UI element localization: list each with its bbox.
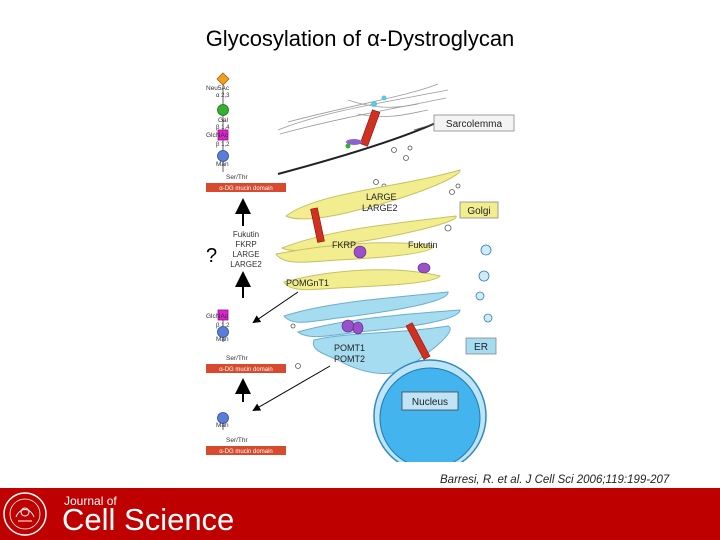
glycan-chain-intermediate: GlcNAc β 1,2 Man Ser/Thr α-DG mucin doma…: [206, 309, 286, 373]
man-label-3: Man: [216, 422, 229, 429]
enzyme-pomgnt1-label: POMGnT1: [286, 278, 329, 288]
er-label: ER: [474, 342, 488, 353]
golgi-apparatus: [275, 169, 461, 291]
glcnac-label-2: GlcNAc: [206, 313, 229, 320]
journal-name-label: Cell Science: [62, 502, 235, 537]
glycan-chain-full: Neu5Ac α 2,3 Gal β 1,4 GlcNAc β 1,2 Man …: [206, 72, 286, 192]
er-label-box: [465, 337, 497, 355]
unknown-enzyme-large2: LARGE2: [230, 260, 262, 269]
neu5ac-label: Neu5Ac: [206, 85, 230, 92]
glcnac-label: GlcNAc: [206, 132, 229, 139]
man-circle: [217, 150, 229, 162]
gal-linkage: β 1,4: [216, 125, 230, 131]
glcnac-square: [217, 129, 229, 141]
arrow-pomgnt1-to-chain: [252, 291, 299, 324]
sarcolemma-membrane: [277, 121, 439, 175]
neu5ac-diamond: [216, 72, 230, 86]
sarcolemma-label-box: [433, 114, 515, 132]
neu5ac-linkage: α 2,3: [216, 93, 230, 99]
slide-title: Glycosylation of α-Dystroglycan: [205, 26, 515, 51]
arrow-pomt-to-chain: [252, 365, 331, 412]
unknown-question-mark: ?: [206, 245, 217, 267]
glcnac-square-2: [217, 309, 229, 321]
enzyme-large-label: LARGE: [366, 192, 397, 202]
unknown-enzyme-fkrp: FKRP: [235, 240, 256, 249]
enzyme-fukutin-label: Fukutin: [408, 240, 438, 250]
gal-circle: [217, 104, 229, 116]
mucin-domain-label: α-DG mucin domain: [219, 186, 272, 192]
dystroglycan-golgi: [310, 207, 325, 243]
citation: Barresi, R. et al. J Cell Sci 2006;119:1…: [440, 474, 670, 486]
nucleus-inner: [379, 367, 481, 462]
nucleus-label: Nucleus: [412, 397, 448, 408]
dystroglycan-glycosylation-diagram: Neu5Ac α 2,3 Gal β 1,4 GlcNAc β 1,2 Man …: [206, 72, 515, 462]
ser-thr-label-3: Ser/Thr: [226, 437, 249, 444]
gal-label: Gal: [218, 117, 229, 124]
mucin-domain-label-3: α-DG mucin domain: [219, 449, 272, 455]
mucin-domain-box-3: [206, 446, 286, 455]
mucin-domain-box: [206, 183, 286, 192]
sarcolemma-label: Sarcolemma: [446, 119, 503, 130]
enzyme-pomt1-label: POMT1: [334, 343, 365, 353]
man-circle-2: [217, 326, 229, 338]
journal-seal-icon: [3, 492, 47, 536]
enzyme-pomt2-label: POMT2: [334, 354, 365, 364]
mucin-domain-label-2: α-DG mucin domain: [219, 367, 272, 373]
enzyme-fkrp-label: FKRP: [332, 240, 356, 250]
man-label: Man: [216, 161, 229, 168]
enzyme-large2-label: LARGE2: [362, 203, 398, 213]
extracellular-fibers: [277, 83, 449, 135]
journal-of-label: Journal of: [64, 494, 117, 508]
blue-vesicles: [475, 244, 493, 323]
enzyme-blobs: [341, 245, 431, 335]
glcnac-linkage: β 1,2: [216, 142, 230, 148]
ser-thr-label-2: Ser/Thr: [226, 355, 249, 362]
mucin-domain-box-2: [206, 364, 286, 373]
dystroglycan-membrane: [345, 95, 387, 149]
glycan-chain-base: Man Ser/Thr α-DG mucin domain: [206, 412, 286, 455]
man-label-2: Man: [216, 336, 229, 343]
unknown-enzyme-fukutin: Fukutin: [233, 230, 259, 239]
golgi-label: Golgi: [467, 206, 490, 217]
dystroglycan-er: [405, 322, 431, 360]
journal-footer: Journal of Cell Science: [0, 488, 720, 540]
unknown-enzyme-large: LARGE: [232, 250, 259, 259]
glcnac-linkage-2: β 1,2: [216, 323, 230, 329]
nucleus-label-box: [401, 391, 459, 411]
man-circle-3: [217, 412, 229, 424]
golgi-label-box: [459, 201, 499, 219]
ser-thr-label: Ser/Thr: [226, 174, 249, 181]
